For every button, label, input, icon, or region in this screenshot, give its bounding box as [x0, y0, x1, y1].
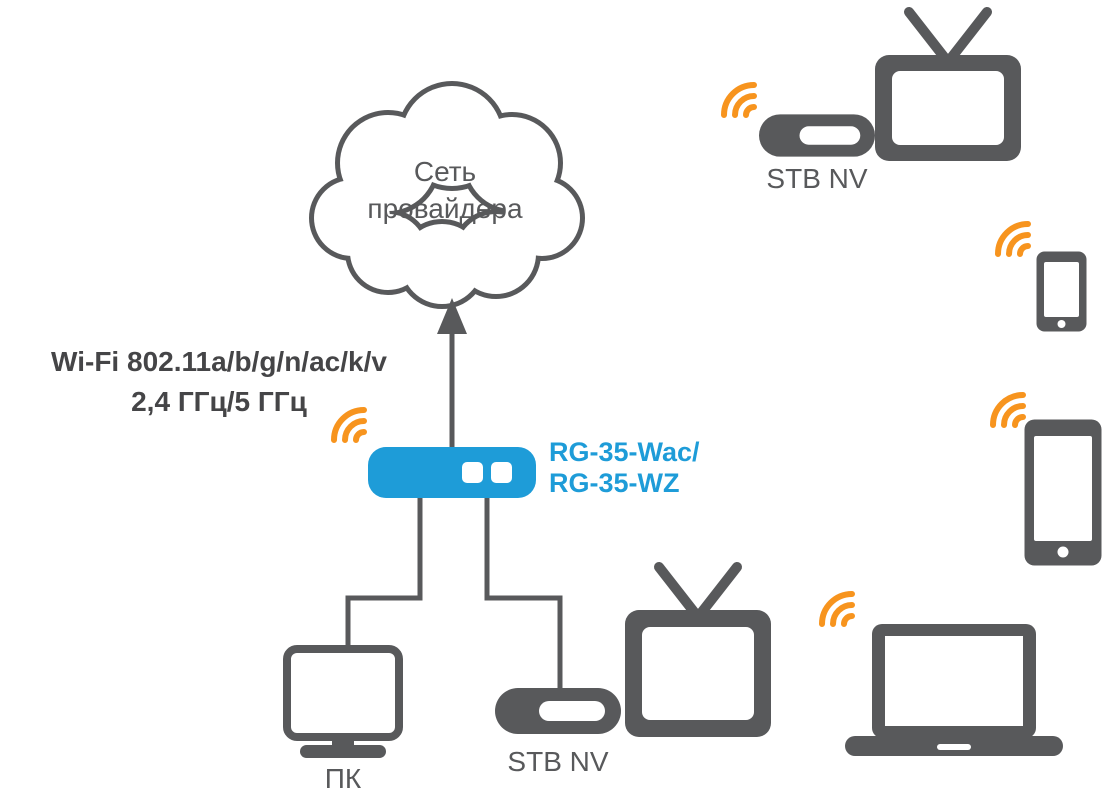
lan-line-to-pc — [345, 490, 423, 651]
wifi-arc-small — [1012, 414, 1026, 428]
monitor-base — [300, 745, 386, 758]
router-model-line2: RG-35-WZ — [549, 468, 680, 498]
tv-device — [625, 562, 771, 737]
tv-antenna-right — [693, 562, 742, 622]
wifi-signal-icon — [721, 82, 757, 118]
wifi-signal-icon — [990, 392, 1026, 428]
wifi-arc-mid — [1006, 232, 1031, 257]
wifi-arc-small — [743, 104, 757, 118]
wifi-arc-mid — [830, 602, 855, 627]
wifi-signal-icon — [995, 221, 1031, 257]
wifi-frequency-line2: 2,4 ГГц/5 ГГц — [131, 386, 307, 417]
stb-label: STB NV — [507, 746, 609, 777]
stb-device — [759, 114, 875, 157]
wifi-arc-large — [990, 392, 1026, 428]
wifi-arc-large — [721, 82, 757, 118]
wifi-arc-mid — [1001, 403, 1026, 428]
wifi-signal-icon — [331, 407, 367, 443]
cloud-fill — [314, 86, 580, 304]
wifi-arc-small — [1017, 243, 1031, 257]
laptop-screen — [885, 636, 1023, 726]
cloud-label-line2: провайдера — [367, 193, 523, 224]
uplink-arrowhead — [437, 298, 467, 334]
stb-device — [495, 688, 621, 734]
wifi-arc-mid — [732, 93, 757, 118]
provider-network-label: Сеть провайдера — [300, 153, 590, 227]
wifi-arc-mid — [342, 418, 367, 443]
router-port-2 — [491, 462, 512, 483]
lan-line-to-stb — [484, 490, 563, 693]
wifi-signal-icon — [819, 591, 855, 627]
laptop-base-notch — [937, 744, 971, 750]
tv-device — [875, 7, 1021, 161]
router-device — [368, 447, 536, 498]
phone-home-button — [1057, 320, 1066, 328]
wifi-arc-large — [819, 591, 855, 627]
pc-label: ПК — [324, 763, 362, 794]
router-port-1 — [462, 462, 483, 483]
tablet-screen — [1034, 436, 1092, 541]
wifi-standards-label: Wi-Fi 802.11a/b/g/n/ac/k/v 2,4 ГГц/5 ГГц — [0, 342, 438, 422]
stb-label: STB NV — [766, 163, 868, 194]
router-model-label: RG-35-Wac/ RG-35-WZ — [549, 437, 779, 499]
monitor-screen — [283, 645, 403, 741]
tv-screen — [892, 71, 1004, 145]
wifi-arc-large — [995, 221, 1031, 257]
phone-screen — [1044, 262, 1079, 317]
laptop-device — [845, 624, 1063, 756]
wifi-arc-small — [353, 429, 367, 443]
provider-network-cloud — [309, 81, 585, 309]
tablet-home-button — [1057, 546, 1069, 558]
wifi-standards-line1: Wi-Fi 802.11a/b/g/n/ac/k/v — [51, 346, 387, 377]
router-model-line1: RG-35-Wac/ — [549, 437, 700, 467]
stb-slot — [799, 126, 861, 145]
pc-monitor — [283, 645, 403, 758]
tablet-device — [1024, 419, 1102, 566]
wifi-arc-small — [841, 613, 855, 627]
tv-antenna-right — [943, 7, 992, 67]
tv-antenna-left — [904, 7, 953, 67]
tv-screen — [642, 627, 754, 720]
cloud-label-line1: Сеть — [413, 156, 477, 187]
smartphone-device — [1036, 251, 1087, 332]
stb-slot — [539, 701, 605, 721]
tv-antenna-left — [654, 562, 703, 622]
wifi-arc-large — [331, 407, 367, 443]
